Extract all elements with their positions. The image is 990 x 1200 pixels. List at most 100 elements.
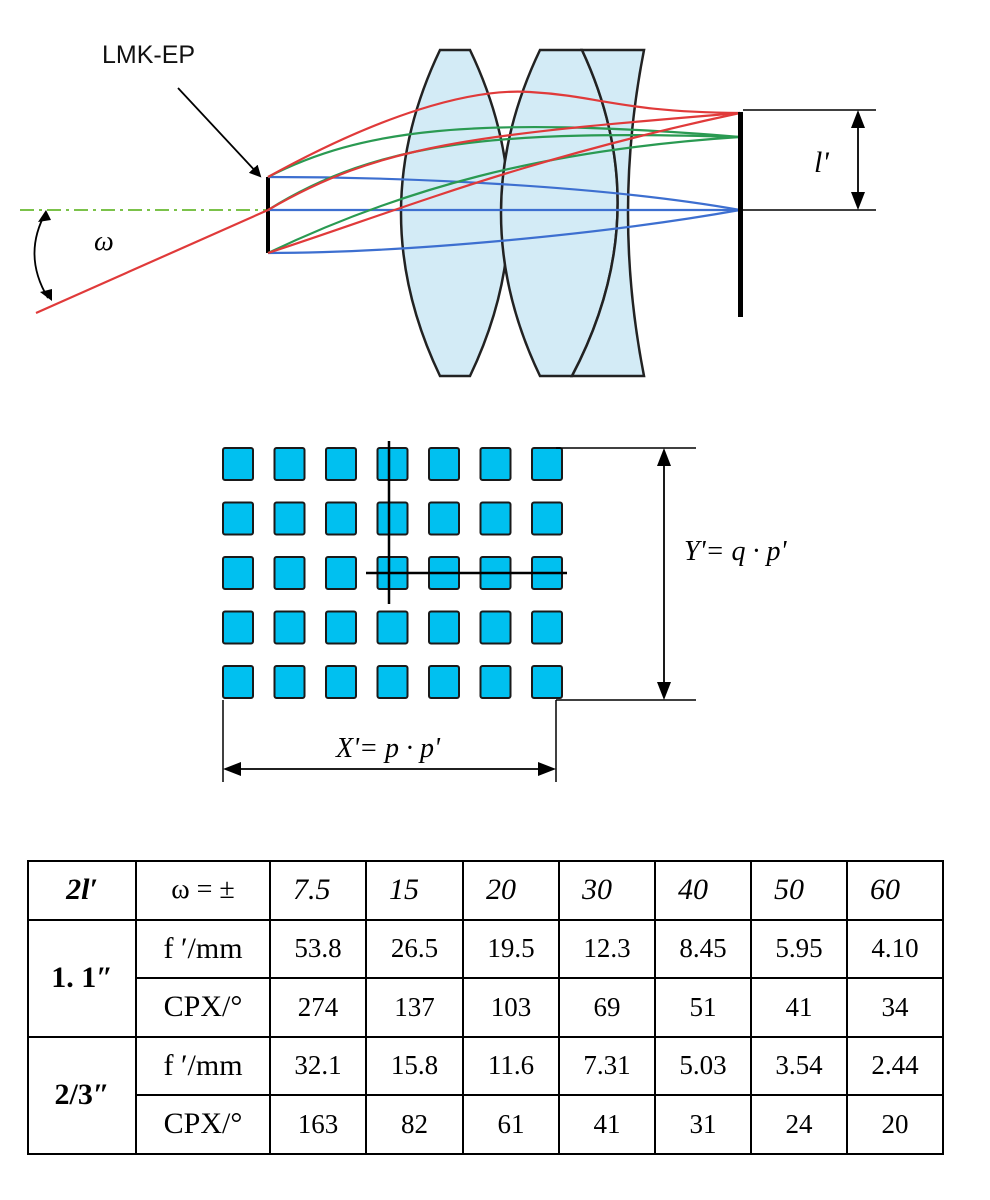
stop-label: LMK-EP bbox=[102, 41, 195, 69]
sensor-pixel bbox=[325, 665, 357, 699]
sensor-pixel bbox=[428, 610, 460, 645]
table-cell: 8.45 bbox=[654, 918, 752, 979]
sensor-pixel bbox=[222, 556, 254, 590]
header-angle-cell: 7.5 bbox=[269, 860, 367, 921]
table-cell: 53.8 bbox=[269, 918, 367, 979]
table-cell: 24 bbox=[750, 1094, 848, 1155]
sensor-pixel bbox=[531, 501, 563, 536]
table-cell: 4.10 bbox=[846, 918, 944, 979]
table-cell: 274 bbox=[269, 977, 367, 1038]
sensor-pixel bbox=[479, 665, 512, 699]
table-cell: 32.1 bbox=[269, 1035, 367, 1096]
sensor-pixel bbox=[325, 610, 357, 645]
table-cell: 137 bbox=[365, 977, 464, 1038]
field-angle-arrowhead-top bbox=[38, 210, 51, 222]
table-cell: 82 bbox=[365, 1094, 464, 1155]
sensor-pixel bbox=[325, 501, 357, 536]
table-cell: 2.44 bbox=[846, 1035, 944, 1096]
table-cell: 12.3 bbox=[558, 918, 656, 979]
header-angle-cell: 60 bbox=[846, 860, 944, 921]
sensor-pixel bbox=[376, 447, 409, 481]
header-image-size: 2l′ bbox=[27, 860, 137, 921]
table-cell: 69 bbox=[558, 977, 656, 1038]
sensor-size-cell: 1. 1″ bbox=[27, 918, 137, 1038]
sensor-pixel bbox=[325, 447, 357, 481]
sensor-pixel bbox=[222, 665, 254, 699]
table-cell: 5.95 bbox=[750, 918, 848, 979]
sensor-pixel bbox=[222, 501, 254, 536]
sensor-pixel bbox=[376, 665, 409, 699]
field-angle-arc bbox=[33, 211, 49, 299]
table-cell: 11.6 bbox=[462, 1035, 560, 1096]
image-height-label: l' bbox=[814, 146, 829, 179]
table-cell: 61 bbox=[462, 1094, 560, 1155]
row-label-cell: CPX/° bbox=[135, 1094, 271, 1155]
y-arrowhead-top bbox=[657, 448, 671, 466]
sensor-pixel bbox=[376, 610, 409, 645]
sensor-pixel bbox=[479, 501, 512, 536]
x-arrowhead-right bbox=[538, 762, 556, 776]
table-cell: 7.31 bbox=[558, 1035, 656, 1096]
sensor-pixel bbox=[428, 501, 460, 536]
table-cell: 19.5 bbox=[462, 918, 560, 979]
table-cell: 31 bbox=[654, 1094, 752, 1155]
sensor-pixel bbox=[479, 447, 512, 481]
y-arrowhead-bottom bbox=[657, 682, 671, 700]
stop-pointer-arrow bbox=[177, 87, 262, 178]
header-angle-cell: 20 bbox=[462, 860, 560, 921]
ray-bundle-blue bbox=[267, 175, 741, 255]
image-plane bbox=[738, 112, 743, 317]
table-cell: 34 bbox=[846, 977, 944, 1038]
table-cell: 163 bbox=[269, 1094, 367, 1155]
sensor-pixel bbox=[325, 556, 357, 590]
table-cell: 26.5 bbox=[365, 918, 464, 979]
sensor-pixel bbox=[273, 556, 306, 590]
sensor-pixel bbox=[222, 610, 254, 645]
table-cell: 41 bbox=[750, 977, 848, 1038]
lens-group bbox=[399, 48, 646, 378]
sensor-pixel bbox=[531, 610, 563, 645]
header-angle-cell: 30 bbox=[558, 860, 656, 921]
table-cell: 51 bbox=[654, 977, 752, 1038]
sensor-pixel bbox=[531, 665, 563, 699]
sensor-pixel bbox=[479, 610, 512, 645]
sensor-pixel bbox=[428, 447, 460, 481]
header-angle-cell: 40 bbox=[654, 860, 752, 921]
entrance-pupil bbox=[266, 177, 270, 253]
table-cell: 15.8 bbox=[365, 1035, 464, 1096]
ray-bundle-red bbox=[35, 90, 741, 315]
x-arrowhead-left bbox=[223, 762, 241, 776]
sensor-size-cell: 2/3″ bbox=[27, 1035, 137, 1155]
omega-label: ω bbox=[94, 226, 114, 257]
sensor-pixel bbox=[273, 610, 306, 645]
header-field-angle: ω = ± bbox=[135, 860, 271, 921]
header-angle-cell: 50 bbox=[750, 860, 848, 921]
sensor-pixel bbox=[222, 447, 254, 481]
sensor-pixel bbox=[428, 665, 460, 699]
y-formula: Y'= q · p' bbox=[684, 536, 787, 567]
table-cell: 41 bbox=[558, 1094, 656, 1155]
row-label-cell: CPX/° bbox=[135, 977, 271, 1038]
row-label-cell: f ′/mm bbox=[135, 918, 271, 979]
sensor-pixel bbox=[273, 447, 306, 481]
lens-element-3 bbox=[569, 48, 646, 378]
height-arrowhead-top bbox=[851, 110, 865, 128]
sensor-pixel bbox=[273, 665, 306, 699]
table-cell: 3.54 bbox=[750, 1035, 848, 1096]
sensor-pixel bbox=[531, 447, 563, 481]
field-angle-arrowhead-bottom bbox=[40, 289, 52, 301]
table-cell: 5.03 bbox=[654, 1035, 752, 1096]
table-cell: 103 bbox=[462, 977, 560, 1038]
row-label-cell: f ′/mm bbox=[135, 1035, 271, 1096]
sensor-pixel-grid bbox=[222, 447, 563, 699]
header-angle-cell: 15 bbox=[365, 860, 464, 921]
sensor-pixel bbox=[273, 501, 306, 536]
optics-diagram: ω LMK-EP l' Y'= q · p' X'= p · p' bbox=[20, 41, 876, 782]
